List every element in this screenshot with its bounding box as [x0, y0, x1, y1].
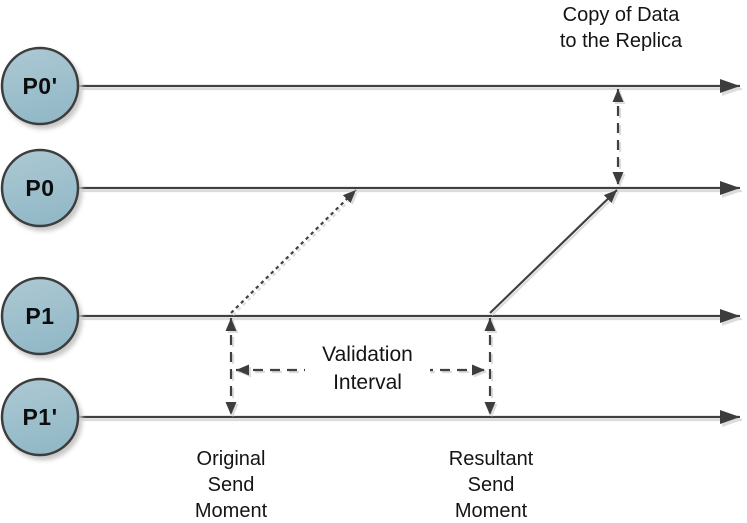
process-label-p1: P1 [25, 303, 55, 329]
process-circle-p0 [0, 148, 80, 228]
process-label-p0-prime: P0' [22, 73, 58, 99]
process-circle-p0-prime [0, 46, 80, 126]
validation-interval-label: Validation Interval [305, 341, 430, 397]
original-send-moment-label: Original Send Moment [194, 448, 268, 522]
process-circle-p1 [0, 276, 80, 356]
resultant-send-moment-label: Resultant Send Moment [448, 448, 534, 522]
original-send-message-arrow [230, 189, 357, 314]
process-label-p1-prime: P1' [22, 404, 58, 430]
resultant-send-message-arrow [489, 189, 618, 314]
process-circle-p1-prime [0, 377, 80, 457]
process-label-p0: P0 [25, 175, 55, 201]
copy-of-data-label: Copy of Data to the Replica [559, 4, 683, 52]
